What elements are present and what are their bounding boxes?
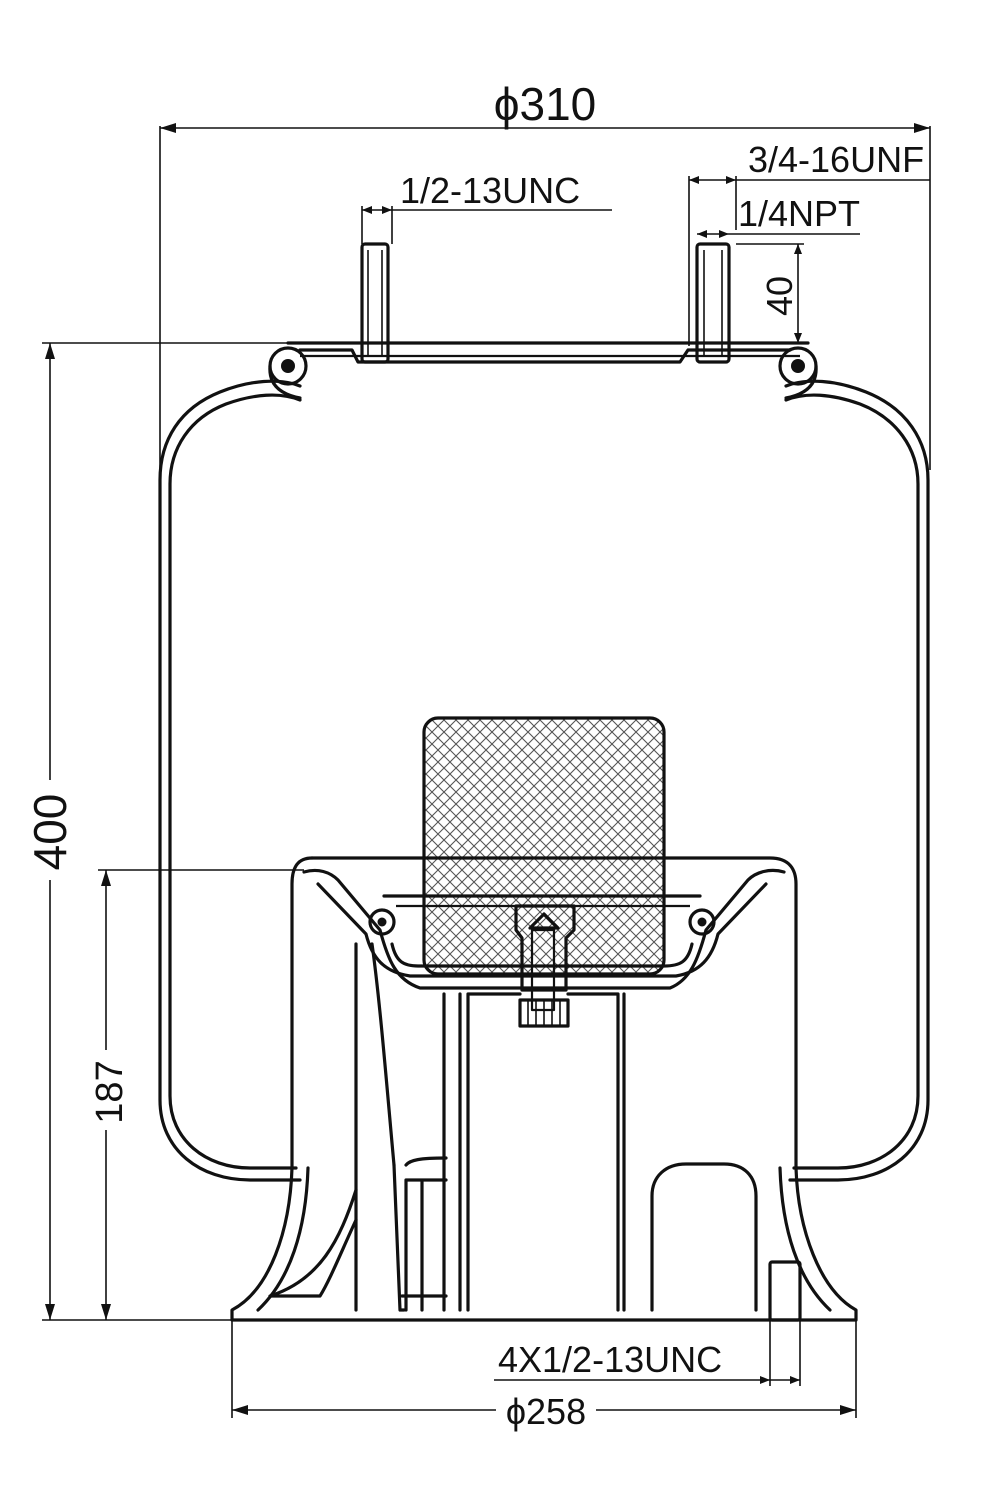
base-bolts-dimension: 4X1/2-13UNC <box>494 1320 801 1386</box>
stud-length-label: 40 <box>759 276 800 316</box>
bumper-bolt <box>514 904 576 1028</box>
base-diameter-label: ϕ258 <box>506 1391 586 1432</box>
internal-bumper <box>422 716 666 976</box>
base-bolts-label: 4X1/2-13UNC <box>498 1339 722 1380</box>
left-mounting-stud <box>360 242 390 364</box>
overall-height-label: 400 <box>24 794 76 871</box>
nut-thread-dimension: 3/4-16UNF <box>688 139 930 346</box>
air-port-dimension: 1/4NPT <box>697 193 860 238</box>
right-combo-stud <box>695 242 731 364</box>
stud-thread-label: 1/2-13UNC <box>400 170 580 211</box>
stud-thread-dimension: 1/2-13UNC <box>361 170 612 244</box>
piston-body <box>230 942 858 1322</box>
base-diameter-dimension: ϕ258 <box>231 1320 857 1432</box>
nut-thread-label: 3/4-16UNF <box>748 139 924 180</box>
stud-length-dimension: 40 <box>736 243 804 343</box>
overall-height-dimension: 400 <box>24 342 300 1321</box>
rubber-bellows <box>158 379 930 1182</box>
top-diameter-dimension: ϕ310 <box>159 78 931 470</box>
piston-height-dimension: 187 <box>88 869 304 1320</box>
top-diameter-label: ϕ310 <box>494 78 597 130</box>
piston-height-label: 187 <box>89 1060 131 1123</box>
air-port-label: 1/4NPT <box>738 193 860 234</box>
